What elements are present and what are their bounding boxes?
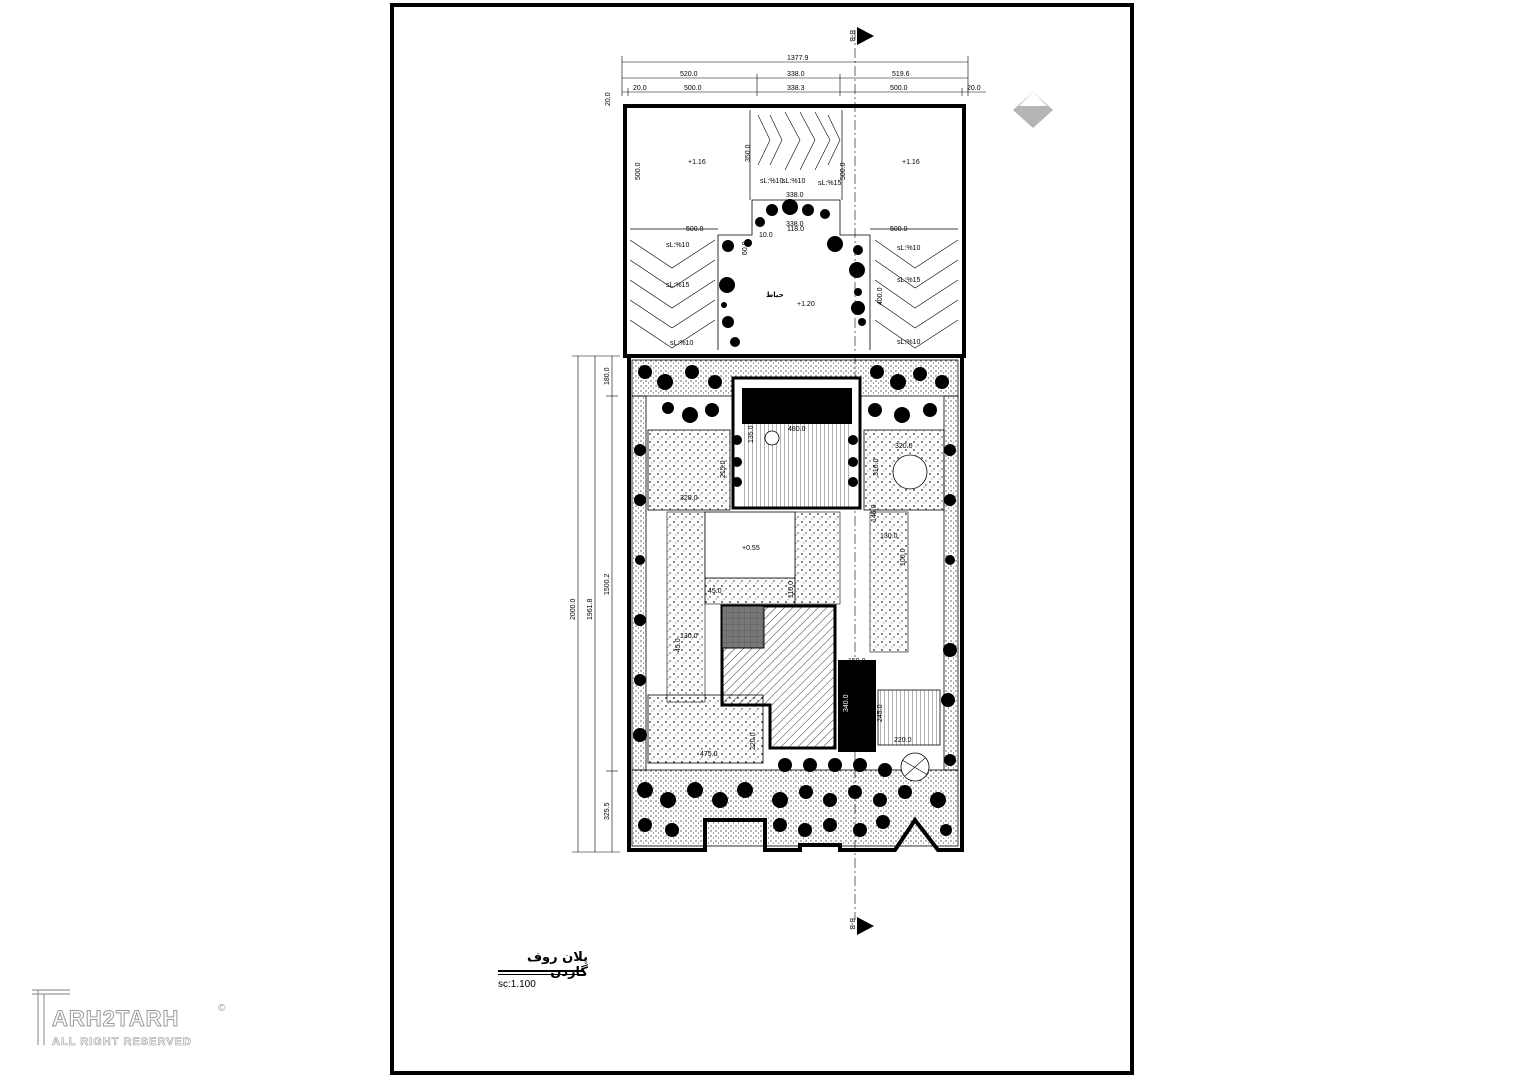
dim-upper-5: 350.0 (745, 144, 752, 162)
dim-row3-b: 500.0 (684, 85, 702, 92)
brand-logo (32, 989, 70, 1045)
dim-garden-17: 220.0 (894, 737, 912, 744)
dim-garden-1: 480.0 (788, 426, 806, 433)
dim-garden-2: 135.0 (748, 425, 755, 443)
dim-left-top: 20.0 (605, 92, 612, 106)
left-dimensions (572, 355, 620, 853)
dim-upper-2: 500.0 (890, 226, 908, 233)
dim-left-mid: 1961.8 (587, 598, 594, 620)
dim-garden-8: 100.0 (900, 548, 907, 566)
north-arrow-icon (1013, 92, 1053, 128)
dim-upper-8: 118.0 (787, 226, 804, 233)
dim-top-right: 519.6 (892, 71, 910, 78)
title-underline-thin (498, 974, 584, 975)
section-label-top: B-B (848, 30, 855, 42)
dim-garden-18: 475.0 (700, 751, 718, 758)
dim-garden-19: 220.0 (750, 732, 757, 750)
level-marker-yard: +1.20 (797, 301, 815, 308)
copyright-icon: © (218, 1003, 226, 1014)
slope-9: sL:%10 (670, 340, 693, 347)
slope-3: sL:%10 (897, 245, 920, 252)
slope-7: sL:%10 (782, 178, 805, 185)
dim-garden-16: 245.0 (877, 704, 884, 722)
drawing-title: پلان روف گاردن (526, 950, 588, 980)
dim-overall-width: 1377.9 (787, 55, 809, 62)
top-dimensions (621, 56, 986, 96)
dim-row3-a: 20.0 (633, 85, 647, 92)
brand-tagline: ALL RIGHT RESERVED (52, 1036, 192, 1049)
title-underline (498, 970, 584, 972)
dim-garden-4: 320.0 (680, 495, 698, 502)
dim-garden-9: 145.0 (871, 504, 878, 522)
dim-garden-5: 320.0 (895, 443, 913, 450)
dim-garden-6: 316.0 (873, 458, 880, 476)
dim-row3-c: 338.3 (787, 85, 805, 92)
dim-garden-15: 340.0 (843, 694, 850, 712)
slope-4: sL:%10 (897, 339, 920, 346)
dim-upper-9: 60.0 (742, 241, 749, 255)
dim-upper-6: 338.0 (786, 192, 804, 199)
dim-left-seg3: 325.5 (604, 802, 611, 820)
dim-top-middle: 338.0 (787, 71, 805, 78)
yard-label: حیاط (766, 291, 784, 299)
roof-garden-plan: 480.0 135.0 215.0 320.0 320.0 316.0 130.… (627, 354, 964, 852)
dim-garden-7: 130.0 (880, 533, 898, 540)
level-marker-left: +1.16 (688, 159, 706, 166)
dim-garden-14: 150.0 (848, 658, 866, 665)
slope-2: sL:%15 (666, 282, 689, 289)
brand-name: ARH2TARH (51, 1006, 180, 1032)
dim-row3-e: 20.0 (967, 85, 981, 92)
dim-garden-12: 130.0 (680, 633, 698, 640)
dim-upper-11: 400.0 (877, 287, 884, 305)
dim-upper-3: 500.0 (635, 162, 642, 180)
dim-upper-4: 500.0 (840, 162, 847, 180)
dim-garden-3: 215.0 (720, 460, 727, 478)
dim-garden-10: 45.0 (708, 588, 722, 595)
drawing-scale: sc:1.100 (498, 979, 536, 990)
dim-left-overall: 2000.0 (570, 598, 577, 620)
dim-upper-7: 338.0 (786, 221, 804, 228)
dim-garden-11: 110.0 (788, 581, 795, 598)
shrub-icons (633, 365, 957, 837)
dim-left-seg2: 1500.2 (604, 573, 611, 595)
slope-5: sL:%15 (897, 277, 920, 284)
dim-upper-10: 10.0 (759, 232, 773, 239)
upper-roof-plan: حیاط +1.16 +1.16 +1.20 500.0 500.0 500.0… (623, 104, 966, 358)
slope-8: sL:%15 (818, 180, 841, 187)
slope-6: sL:%10 (760, 178, 783, 185)
level-marker-garden: +0.55 (742, 545, 760, 552)
dim-left-seg1: 180.0 (604, 367, 611, 385)
dim-top-left: 520.0 (680, 71, 698, 78)
dim-garden-13: 45.0 (675, 638, 682, 652)
dim-row3-d: 500.0 (890, 85, 908, 92)
section-label-bottom: B-B (848, 918, 855, 930)
level-marker-right: +1.16 (902, 159, 920, 166)
dim-upper-1: 500.0 (686, 226, 704, 233)
slope-1: sL:%10 (666, 242, 689, 249)
